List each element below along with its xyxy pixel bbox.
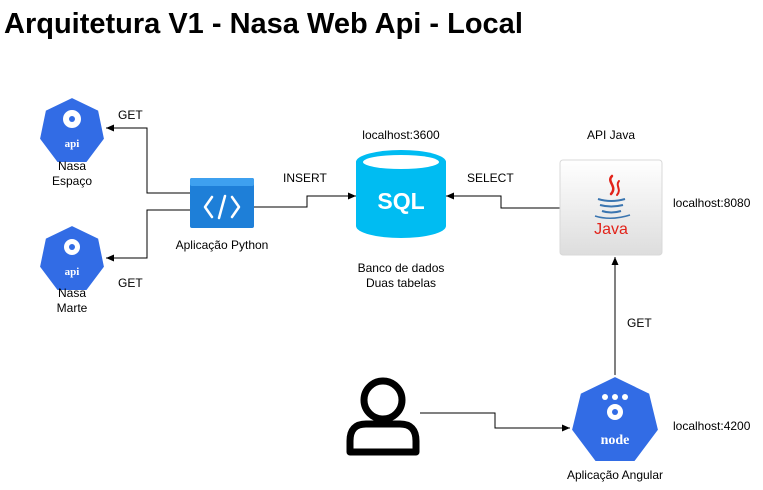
gear-icon — [602, 394, 628, 420]
edge-label-get-marte: GET — [118, 276, 143, 290]
database-label: Banco de dados Duas tabelas — [331, 261, 471, 291]
edge-user-to-angular — [420, 412, 570, 432]
edge-python-to-espaco — [106, 124, 190, 194]
page-title: Arquitetura V1 - Nasa Web Api - Local — [4, 8, 523, 40]
gear-icon — [63, 110, 81, 128]
edge-label-select: SELECT — [467, 171, 514, 185]
nasa-marte-label: Nasa Marte — [32, 286, 112, 316]
edge-python-to-db — [254, 192, 356, 208]
nasa-marte-node[interactable]: api — [37, 223, 107, 292]
java-cup-icon — [594, 174, 631, 219]
java-icon-text: Java — [594, 221, 628, 238]
nasa-espaco-label-line1: Nasa — [57, 159, 86, 173]
code-brackets-icon — [203, 194, 241, 220]
python-app-label: Aplicação Python — [162, 238, 282, 253]
java-api-node[interactable]: Java — [559, 159, 663, 256]
database-cylinder-icon — [356, 162, 446, 238]
database-label-line2: Duas tabelas — [365, 276, 437, 290]
nasa-marte-label-line1: Nasa — [57, 286, 86, 300]
gear-icon — [64, 239, 80, 255]
edge-java-to-db — [446, 192, 560, 209]
nasa-espaco-label: Nasa Espaço — [32, 159, 112, 189]
database-top-ring — [363, 155, 439, 169]
nasa-marte-label-line2: Marte — [56, 301, 88, 315]
angular-app-label-text: Aplicação Angular — [566, 468, 664, 482]
edge-label-insert: INSERT — [283, 171, 327, 185]
java-box — [559, 159, 663, 256]
angular-app-node[interactable]: node — [569, 374, 661, 463]
k8s-heptagon-icon — [37, 223, 107, 292]
angular-app-label: Aplicação Angular — [550, 468, 680, 483]
java-api-label-text: API Java — [586, 128, 636, 142]
edge-python-to-marte — [106, 209, 190, 262]
node-icon-text: node — [601, 433, 630, 448]
edge-label-get-espaco: GET — [118, 108, 143, 122]
database-host-label: localhost:3600 — [341, 128, 461, 143]
java-api-label: API Java — [551, 128, 671, 143]
python-app-node[interactable] — [190, 178, 254, 228]
angular-app-host-label: localhost:4200 — [673, 419, 751, 433]
database-label-line1: Banco de dados — [357, 261, 445, 275]
nasa-espaco-label-line2: Espaço — [51, 174, 93, 188]
user-icon[interactable] — [346, 377, 420, 456]
api-icon-text: api — [65, 266, 80, 278]
database-host-text: localhost:3600 — [362, 128, 440, 142]
python-app-label-text: Aplicação Python — [175, 238, 269, 252]
sql-icon-text: SQL — [377, 188, 424, 214]
api-icon-text: api — [65, 138, 80, 150]
edge-label-get-java: GET — [627, 316, 652, 330]
java-api-host-label: localhost:8080 — [673, 196, 751, 210]
database-node[interactable]: SQL — [356, 150, 446, 238]
window-titlebar — [190, 178, 254, 186]
k8s-heptagon-icon — [37, 95, 107, 164]
nasa-espaco-node[interactable]: api — [37, 95, 107, 164]
